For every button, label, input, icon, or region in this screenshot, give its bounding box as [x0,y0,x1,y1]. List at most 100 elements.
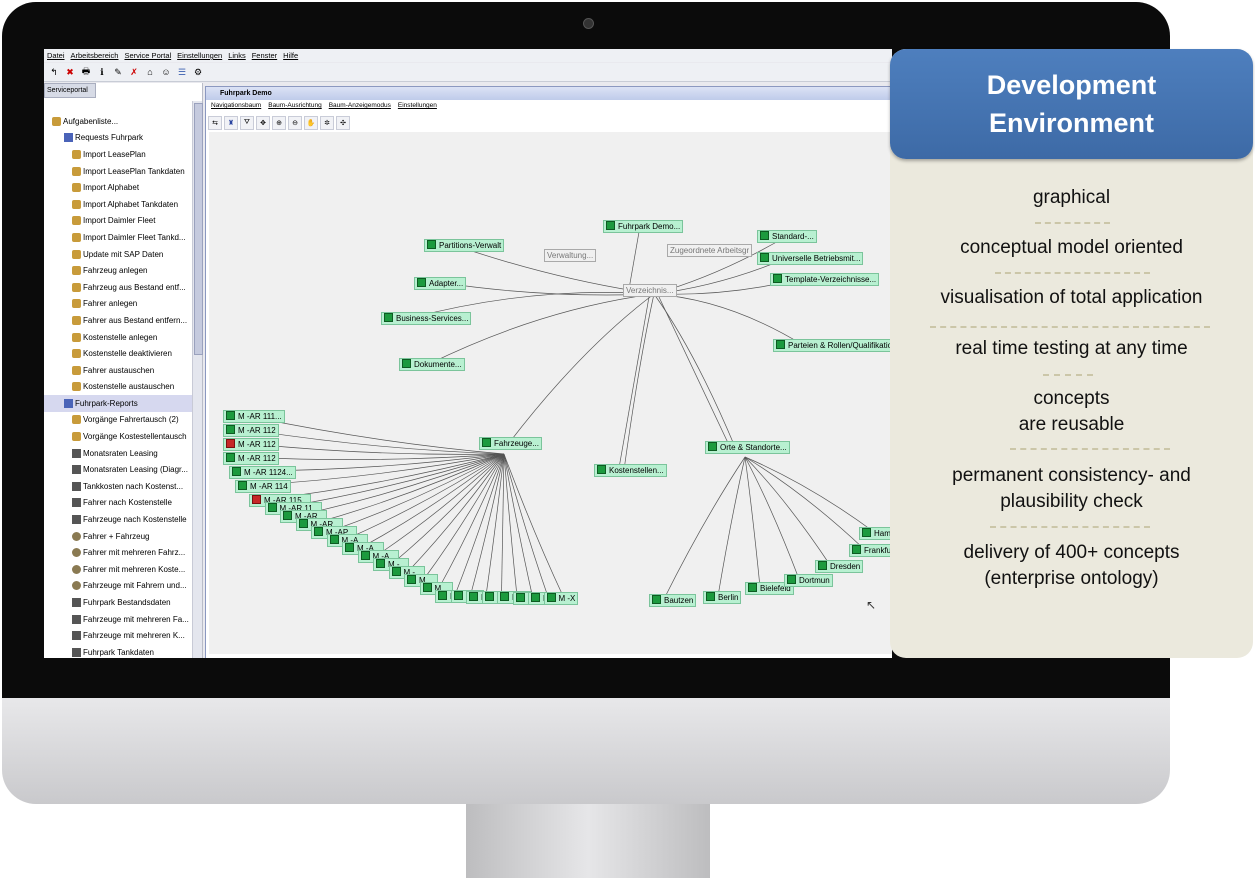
menu-item-arbeitsbereich[interactable]: Arbeitsbereich [70,51,119,60]
back-icon[interactable]: ↰ [50,66,58,77]
sidebar-item[interactable]: Update mit SAP Daten [44,246,192,263]
sidebar-item[interactable]: Import Alphabet Tankdaten [44,196,192,213]
home-icon[interactable]: ⌂ [147,67,153,77]
graph-node[interactable]: Dresden [815,560,864,573]
sidebar-item[interactable]: Fahrzeuge mit Fahrern und... [44,578,192,595]
graph-node[interactable]: M -X [543,592,579,606]
graph-node[interactable]: Bielefeld [745,582,794,595]
graph-node[interactable]: Partitions-Verwalt [424,239,505,252]
graph-edge [717,456,746,597]
sidebar-item[interactable]: Kostenstelle anlegen [44,329,192,346]
graph-node[interactable]: Kostenstellen... [594,464,667,477]
sidebar-item[interactable]: Fahrzeuge mit mehreren Fa... [44,611,192,628]
graph-node[interactable]: Universelle Betriebsmit... [757,252,864,265]
graph-node[interactable]: M -AR 111... [223,410,285,423]
graph-node[interactable]: Template-Verzeichnisse... [770,273,880,286]
menu-item-einstellungen[interactable]: Einstellungen [177,51,223,60]
graph-node[interactable]: Bautzen [649,594,697,607]
sidebar-item[interactable]: Import Daimler Fleet Tankd... [44,229,192,246]
sidebar-item[interactable]: Vorgänge Fahrertausch (2) [44,412,192,429]
sidebar-item[interactable]: Aufgabenliste... [44,113,192,130]
graph-node[interactable]: M -AR 1124... [229,466,296,479]
graph-canvas[interactable]: Fuhrpark Demo... Verwaltung... Zugeordnete… [209,132,892,654]
sidebar-item[interactable]: Vorgänge Kostestellentausch [44,428,192,445]
sidebar-item[interactable]: Fahrzeuge mit mehreren K... [44,627,192,644]
graph-node[interactable]: Frankfurt [849,544,892,557]
sidebar-item[interactable]: Monatsraten Leasing [44,445,192,462]
sidebar-item[interactable]: Requests Fuhrpark [44,130,192,147]
binoculars-icon[interactable]: ♜ [224,116,238,130]
graph-node[interactable]: Parteien & Rollen/Qualifikation [773,339,892,352]
graph-node[interactable]: Standard-... [757,230,817,243]
menu-item-hilfe[interactable]: Hilfe [283,51,299,60]
menu-item-links[interactable]: Links [228,51,246,60]
graph-menu-item-baum-ausrichtung[interactable]: Baum-Ausrichtung [268,102,322,109]
graph-node[interactable]: Fahrzeuge... [479,437,542,450]
sidebar-item[interactable]: Fahrer aus Bestand entfern... [44,312,192,329]
sidebar-item[interactable]: Fahrer austauschen [44,362,192,379]
graph-node[interactable]: Zugeordnete Arbeitsgr [667,244,753,257]
layout-icon[interactable]: ⇆ [208,116,222,130]
graph-node[interactable]: Business-Services... [381,312,472,325]
menu-item-fenster[interactable]: Fenster [251,51,278,60]
graph-menu-item-baum-anzeigemodus[interactable]: Baum-Anzeigemodus [328,102,391,109]
sidebar-item[interactable]: Import LeasePlan Tankdaten [44,163,192,180]
sidebar-item[interactable]: Fuhrpark-Reports [44,395,192,412]
graph-menu-item-einstellungen[interactable]: Einstellungen [397,102,437,109]
sidebar-scrollbar[interactable] [192,101,203,658]
sidebar-item[interactable]: Tankkosten nach Kostenst... [44,478,192,495]
graph-node[interactable]: Dortmun [784,574,833,587]
graph-node[interactable]: Dokumente... [399,358,465,371]
doc-icon [72,631,81,641]
graph-node[interactable]: Berlin [703,591,742,604]
sidebar-item[interactable]: Fahrer + Fahrzeug [44,528,192,545]
close-icon[interactable]: ✖ [66,66,74,77]
sidebar-item[interactable]: Fahrzeug aus Bestand entf... [44,279,192,296]
sidebar-item[interactable]: Fahrer anlegen [44,296,192,313]
sidebar-scroll-thumb[interactable] [194,103,203,355]
sidebar-item[interactable]: Kostenstelle austauschen [44,379,192,396]
sidebar-item[interactable]: Import Alphabet [44,179,192,196]
sidebar-item[interactable]: Import LeasePlan [44,146,192,163]
node-type-icon [283,511,292,520]
filter-icon[interactable]: ⛛ [240,116,254,130]
sidebar-item[interactable]: Fahrer mit mehreren Fahrz... [44,544,192,561]
sidebar-item[interactable]: Fuhrpark Tankdaten [44,644,192,658]
sidebar-item[interactable]: Fahrer mit mehreren Koste... [44,561,192,578]
graph-node[interactable]: M -AR 112 [223,452,279,465]
info-icon[interactable]: ℹ [100,66,104,77]
zoom-in-icon[interactable]: ⊕ [272,116,286,130]
spread-icon[interactable]: ✲ [320,116,334,130]
move-icon[interactable]: ✥ [256,116,270,130]
sidebar-item[interactable]: Import Daimler Fleet [44,213,192,230]
user-icon[interactable]: ☺ [161,67,171,77]
tools-icon[interactable]: ✎ [114,66,122,77]
graph-node[interactable]: M -AR 112 [223,424,279,437]
graph-node[interactable]: Fuhrpark Demo... [603,220,684,233]
sidebar-item[interactable]: Fahrzeuge nach Kostenstelle [44,511,192,528]
print-icon[interactable]: 🖶 [81,66,91,76]
list-icon[interactable]: ☰ [177,66,187,77]
graph-menu-item-navigationsbaum[interactable]: Navigationsbaum [211,102,262,109]
stop-icon[interactable]: ✋ [304,116,318,130]
graph-node[interactable]: Hamb [859,527,892,540]
sidebar-item[interactable]: Fahrzeug anlegen [44,262,192,279]
gear-icon[interactable]: ⚙ [193,66,203,77]
menu-item-service-portal[interactable]: Service Portal [124,51,172,60]
sidebar-item[interactable]: Monatsraten Leasing (Diagr... [44,461,192,478]
graph-node[interactable]: M -AR 114 [235,480,291,493]
graph-node[interactable]: Adapter... [414,277,467,290]
graph-node[interactable]: Verzeichnis... [623,284,677,297]
graph-node[interactable]: Verwaltung... [544,249,597,262]
zoom-out-icon[interactable]: ⊖ [288,116,302,130]
delete-icon[interactable]: ✗ [130,66,138,77]
sidebar-tab-serviceportal[interactable]: Serviceportal [44,83,96,98]
collapse-icon[interactable]: ✣ [336,116,350,130]
sidebar-item[interactable]: Fuhrpark Bestandsdaten [44,594,192,611]
sidebar-item[interactable]: Kostenstelle deaktivieren [44,345,192,362]
graph-node[interactable]: Orte & Standorte... [705,441,790,454]
menu-item-datei[interactable]: Datei [47,51,65,60]
graph-node[interactable]: M -AR 112 [223,438,279,451]
task-icon [72,282,81,292]
sidebar-item[interactable]: Fahrer nach Kostenstelle [44,495,192,512]
